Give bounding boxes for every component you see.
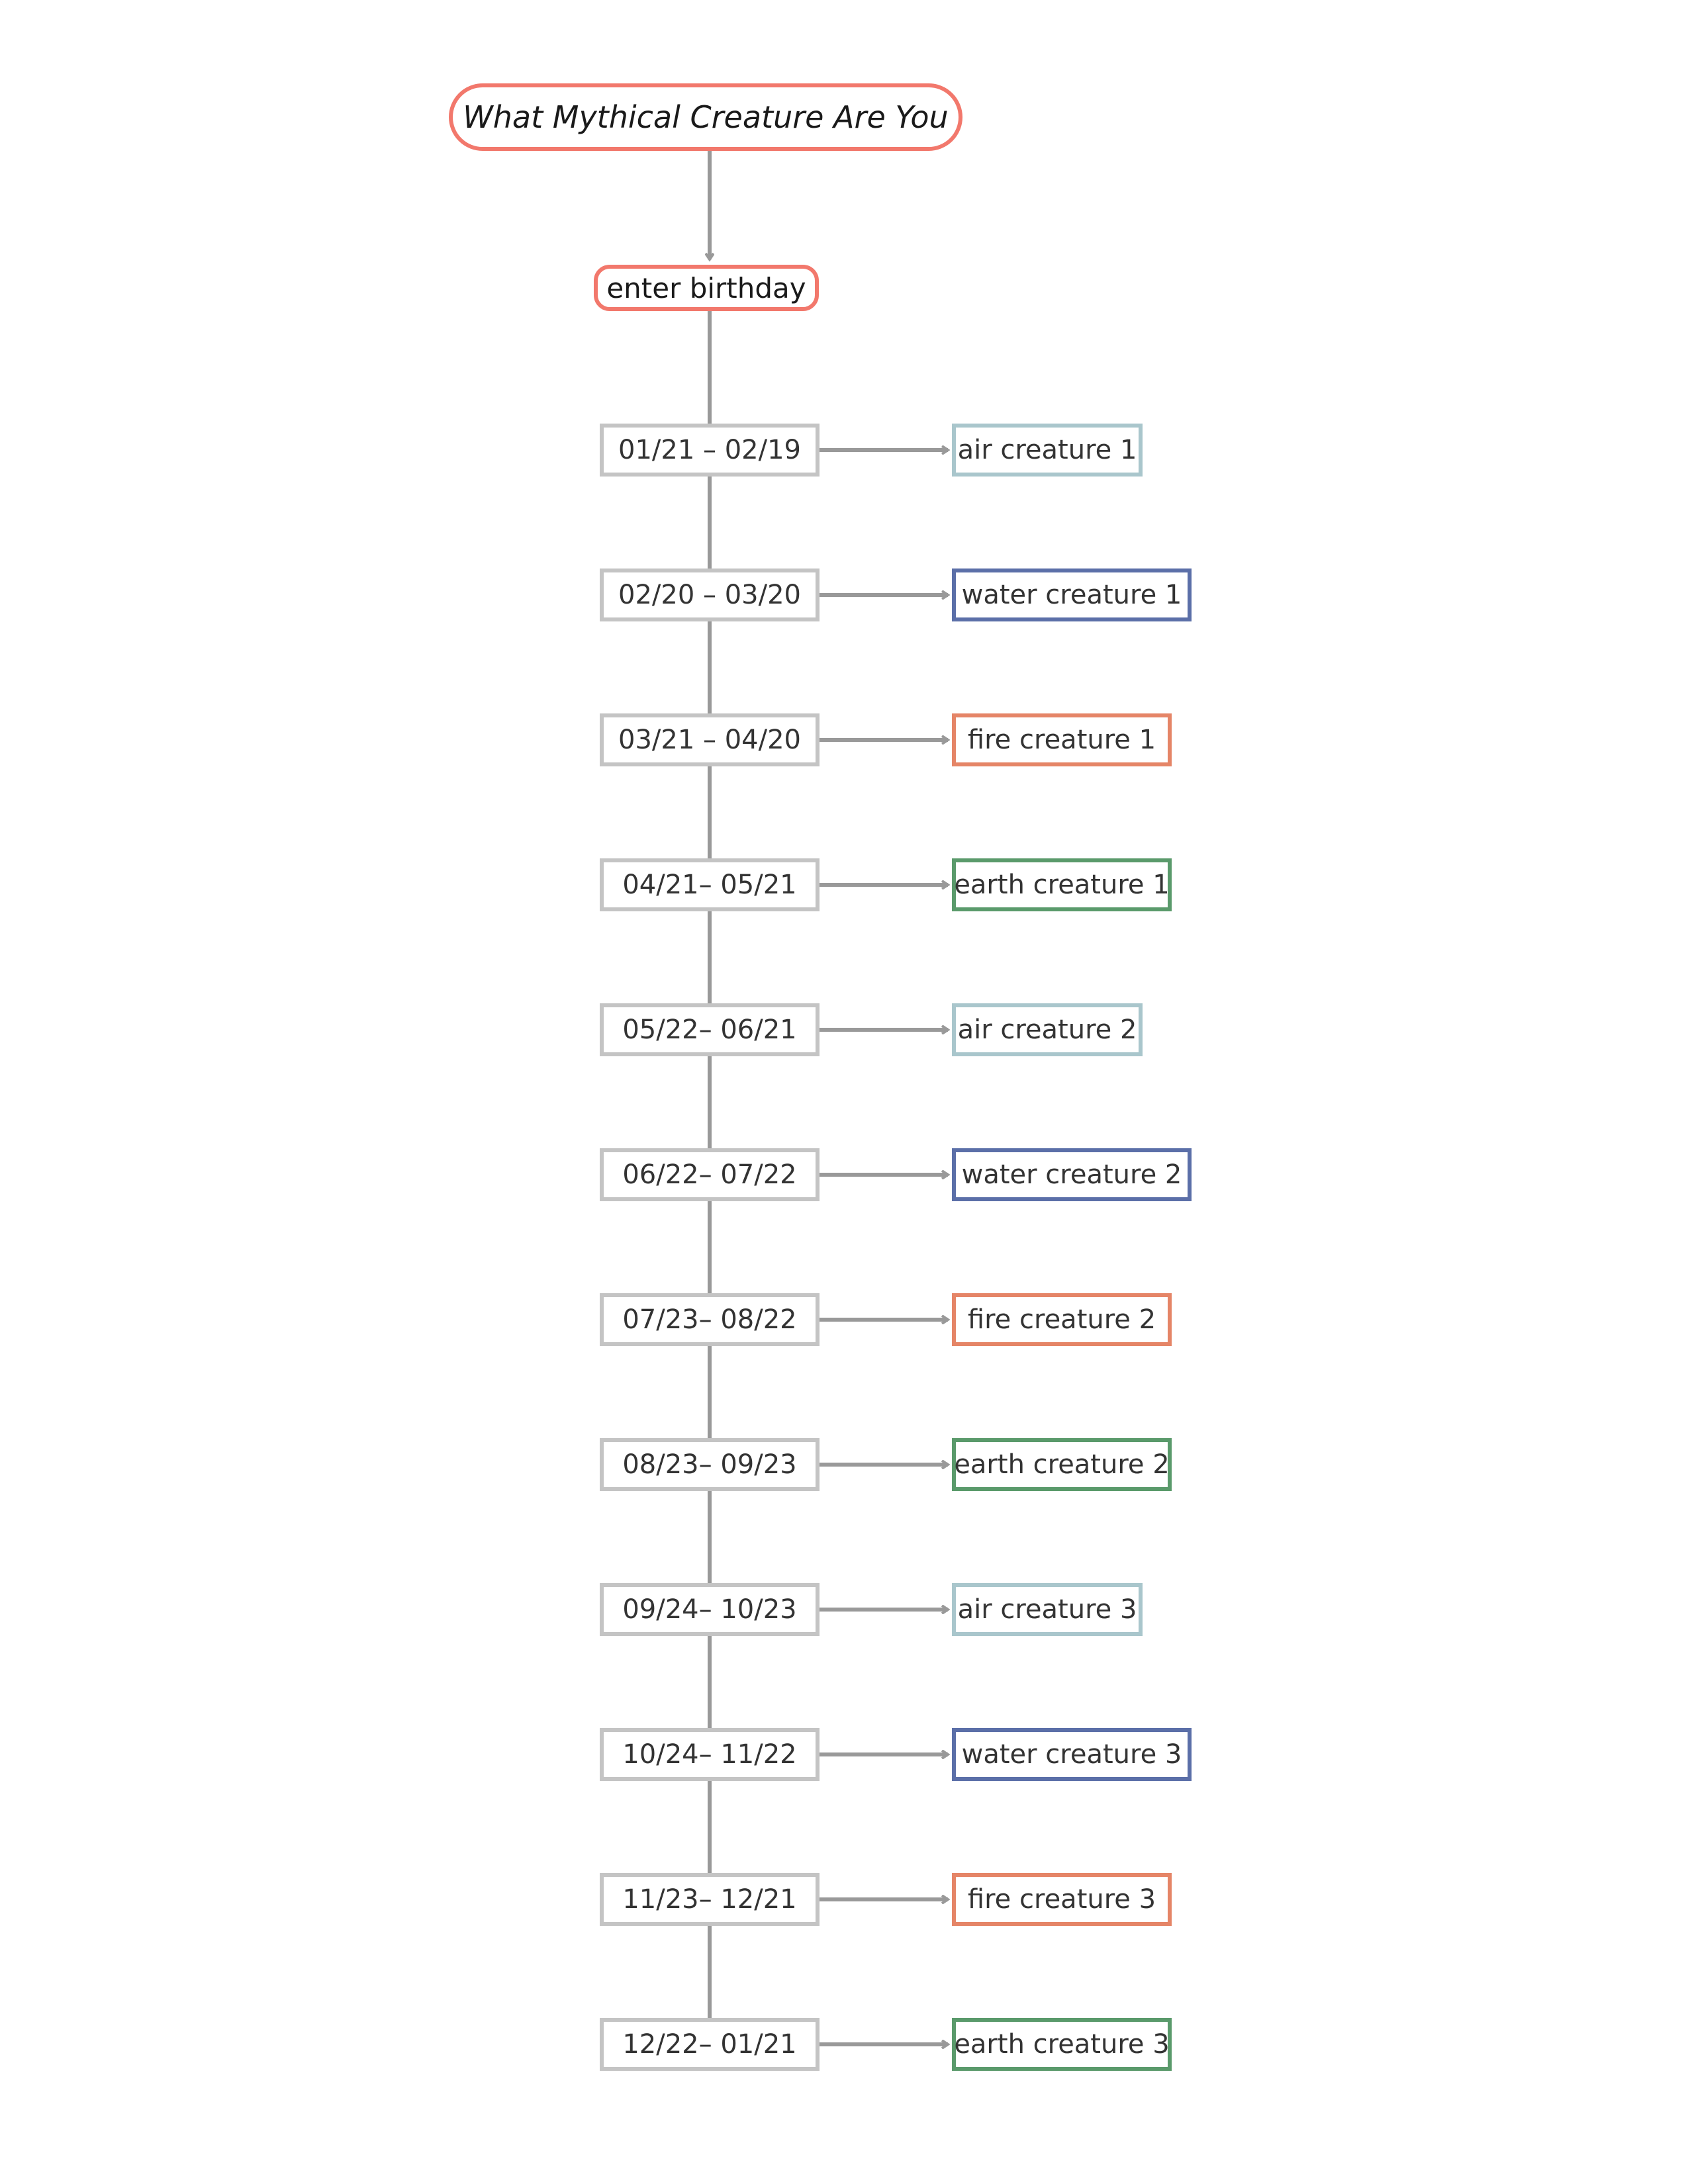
air-creature-box: air creature 2	[952, 1003, 1143, 1056]
earth-creature-box: earth creature 2	[952, 1438, 1172, 1491]
date-range-box: 11/23– 12/21	[600, 1873, 820, 1926]
date-range-box: 09/24– 10/23	[600, 1583, 820, 1636]
date-row: 08/23– 09/23 earth creature 2	[0, 1438, 1688, 1491]
date-row: 05/22– 06/21 air creature 2	[0, 1003, 1688, 1056]
air-creature-box: air creature 3	[952, 1583, 1143, 1636]
date-range-box: 07/23– 08/22	[600, 1293, 820, 1346]
date-row: 07/23– 08/22 fire creature 2	[0, 1293, 1688, 1346]
water-creature-box: water creature 1	[952, 569, 1192, 621]
date-row: 03/21 – 04/20 fire creature 1	[0, 713, 1688, 766]
date-row: 12/22– 01/21 earth creature 3	[0, 2018, 1688, 2071]
date-row: 09/24– 10/23 air creature 3	[0, 1583, 1688, 1636]
fire-creature-box: fire creature 3	[952, 1873, 1172, 1926]
date-row: 11/23– 12/21 fire creature 3	[0, 1873, 1688, 1926]
date-range-box: 04/21– 05/21	[600, 858, 820, 911]
date-range-box: 10/24– 11/22	[600, 1728, 820, 1781]
date-range-box: 01/21 – 02/19	[600, 424, 820, 477]
date-range-box: 06/22– 07/22	[600, 1148, 820, 1201]
earth-creature-box: earth creature 3	[952, 2018, 1172, 2071]
date-range-box: 03/21 – 04/20	[600, 713, 820, 766]
fire-creature-box: fire creature 1	[952, 713, 1172, 766]
date-range-box: 12/22– 01/21	[600, 2018, 820, 2071]
flowchart-title: What Mythical Creature Are You	[449, 83, 962, 151]
earth-creature-box: earth creature 1	[952, 858, 1172, 911]
date-row: 02/20 – 03/20 water creature 1	[0, 569, 1688, 621]
date-range-box: 02/20 – 03/20	[600, 569, 820, 621]
date-row: 04/21– 05/21 earth creature 1	[0, 858, 1688, 911]
date-range-box: 05/22– 06/21	[600, 1003, 820, 1056]
enter-birthday-node: enter birthday	[594, 265, 819, 311]
date-range-box: 08/23– 09/23	[600, 1438, 820, 1491]
date-row: 01/21 – 02/19 air creature 1	[0, 424, 1688, 477]
air-creature-box: air creature 1	[952, 424, 1143, 477]
water-creature-box: water creature 3	[952, 1728, 1192, 1781]
date-row: 10/24– 11/22 water creature 3	[0, 1728, 1688, 1781]
date-row: 06/22– 07/22 water creature 2	[0, 1148, 1688, 1201]
fire-creature-box: fire creature 2	[952, 1293, 1172, 1346]
water-creature-box: water creature 2	[952, 1148, 1192, 1201]
